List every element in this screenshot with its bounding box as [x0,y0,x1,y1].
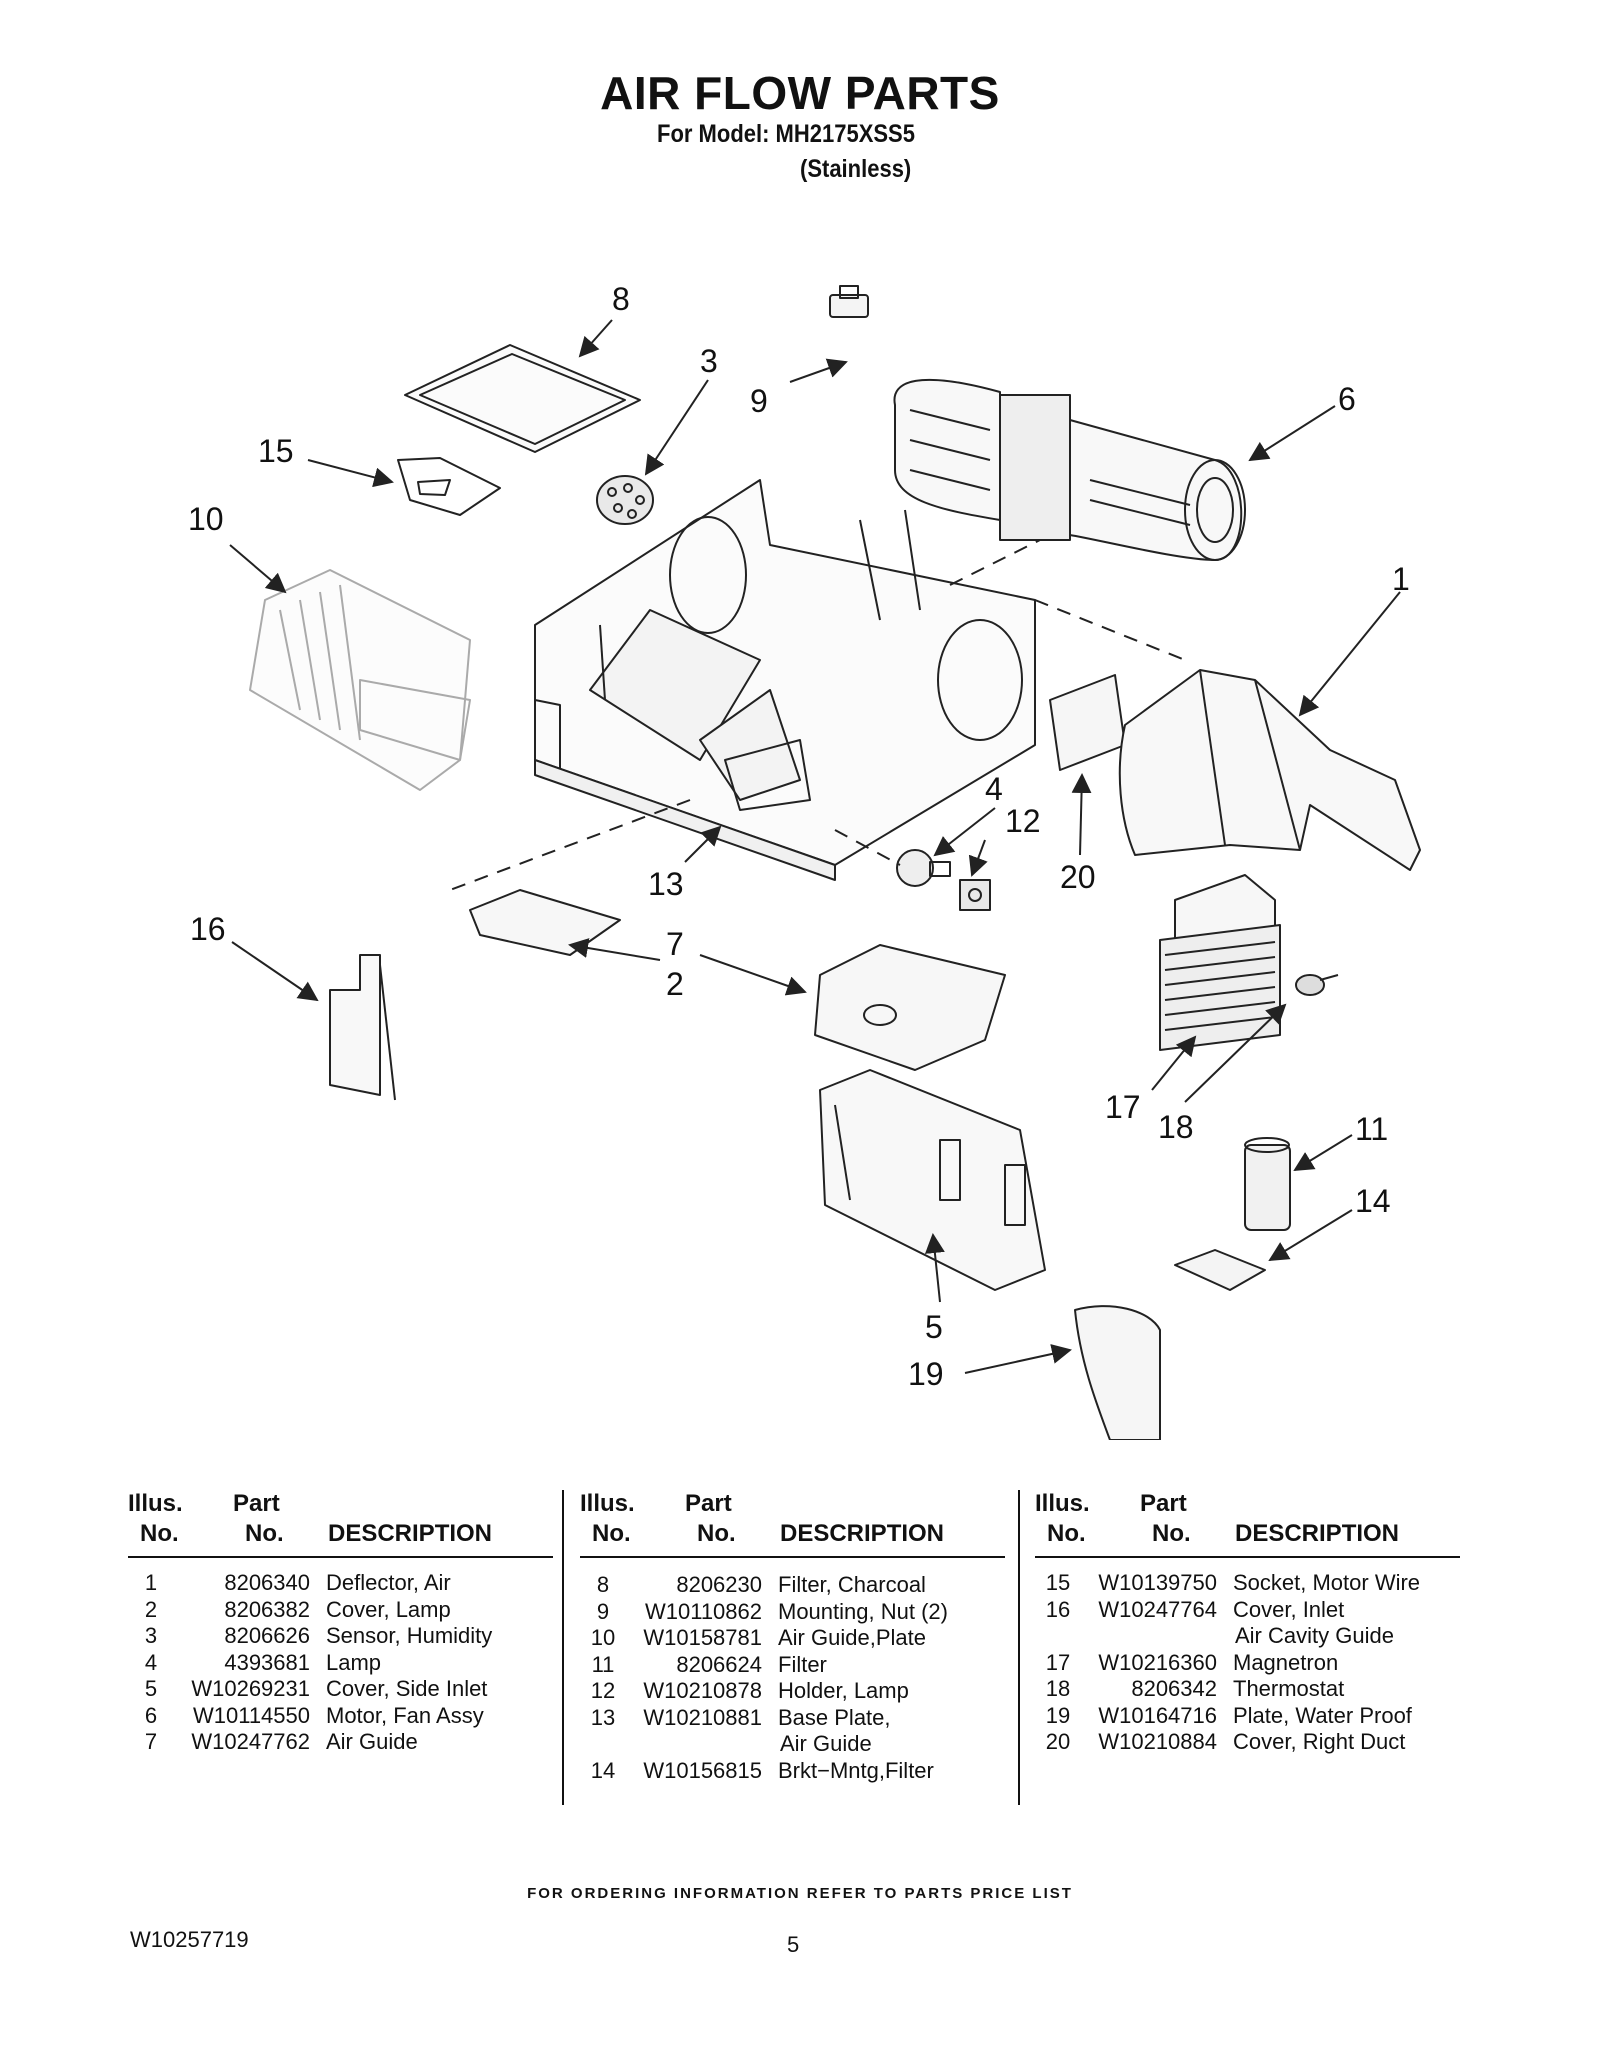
part-2-lamp-cover-drawing [469,889,621,956]
part-20-right-duct-cover-drawing [1049,674,1126,771]
callout-6: 6 [1338,381,1356,417]
callout-9: 9 [750,383,768,419]
part-1-air-deflector-drawing [1118,669,1421,871]
header-rule [128,1556,553,1558]
part-19-water-proof-plate-drawing [1074,1305,1161,1440]
main-cavity-drawing [534,479,1036,881]
callout-19: 19 [908,1356,944,1392]
page-title: AIR FLOW PARTS [600,67,1000,119]
part-6-fan-motor-drawing [893,378,1246,561]
callout-10: 10 [188,501,224,537]
header-rule [1035,1556,1460,1558]
callout-16: 16 [190,911,226,947]
assembly-dashed-lines [449,539,1186,891]
callout-4: 4 [985,771,1003,807]
table-divider-2 [1018,1490,1020,1805]
callout-3: 3 [700,343,718,379]
callout-11: 11 [1355,1111,1388,1147]
leader-arrows [229,319,1401,1374]
part-3-humidity-sensor-drawing [596,475,654,525]
page-number: 5 [787,1932,800,1957]
callout-8: 8 [612,281,630,317]
callout-7: 7 [666,926,684,962]
part-10-air-guide-plate-drawing [249,569,471,791]
table-divider-1 [562,1490,564,1805]
finish-line: (Stainless) [800,155,912,183]
part-16-inlet-cover-drawing [329,954,396,1101]
callout-13: 13 [648,866,684,902]
callout-20: 20 [1060,859,1096,895]
table-header: Illus. No. Part No. DESCRIPTION [128,1490,493,1547]
callout-12: 12 [1005,803,1041,839]
callout-18: 18 [1158,1109,1194,1145]
callout-14: 14 [1355,1183,1391,1219]
callout-15: 15 [258,433,294,469]
part-5-side-inlet-cover-drawing [819,1069,1046,1291]
callout-1: 1 [1392,561,1410,597]
exploded-parts-diagram: 8 3 9 6 15 10 1 4 12 20 13 16 7 2 17 18 … [188,281,1421,1440]
callout-2: 2 [666,966,684,1002]
part-18-thermostat-drawing [1295,974,1339,996]
callout-numbers: 8 3 9 6 15 10 1 4 12 20 13 16 7 2 17 18 … [188,281,1410,1392]
part-9-mounting-nut-drawing [829,285,869,318]
part-15-socket-drawing [397,457,501,516]
part-11-filter-drawing [1244,1137,1291,1231]
part-12-lamp-holder-drawing [959,879,991,911]
callout-5: 5 [925,1309,943,1345]
ordering-note: FOR ORDERING INFORMATION REFER TO PARTS … [527,1885,1073,1902]
table-header: Illus. No. Part No. DESCRIPTION [1035,1490,1400,1547]
table-header: Illus. No. Part No. DESCRIPTION [580,1490,945,1547]
header-rule [580,1556,1005,1558]
document-number: W10257719 [130,1927,249,1952]
part-17-magnetron-drawing [1159,874,1281,1051]
part-14-bracket-drawing [1174,1249,1266,1291]
part-8-charcoal-filter-drawing [404,344,641,453]
part-4-lamp-drawing [896,849,951,887]
model-line: For Model: MH2175XSS5 [657,120,915,148]
part-7-air-guide-drawing [814,944,1006,1071]
callout-17: 17 [1105,1089,1141,1125]
